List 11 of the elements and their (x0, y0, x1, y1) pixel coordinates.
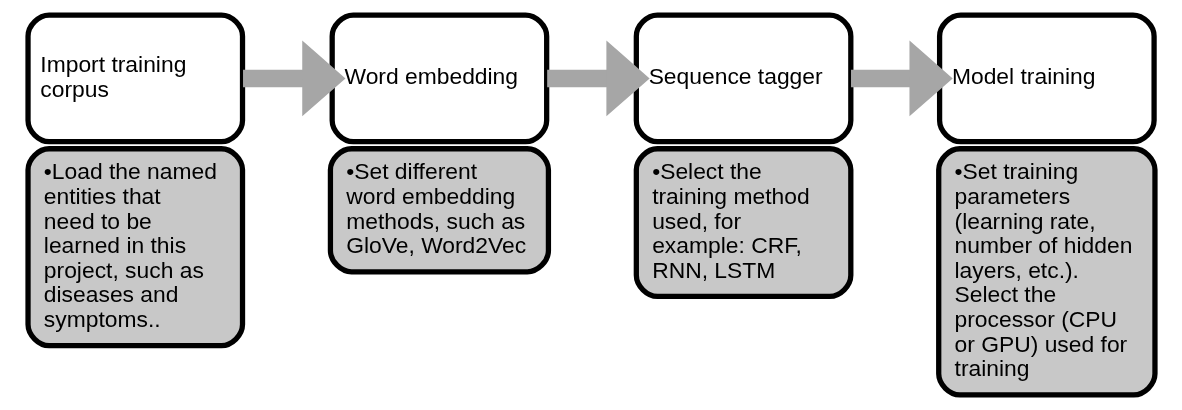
arrow (242, 40, 345, 117)
node-box: Import training corpus (24, 12, 245, 145)
node-box: Model training (936, 12, 1157, 145)
arrow (850, 40, 953, 117)
node-box: Word embedding (329, 12, 549, 145)
node-box: •Select the training method used, for example: CRF, RNN, LSTM (633, 146, 853, 300)
arrow (546, 40, 650, 117)
node-box: •Set training parameters (learning rate, number of hidden layers, etc.). Select the processor (CPU or GPU) used for training (935, 146, 1158, 398)
node-box: •Load the named entities that need to be learned in this project, such as diseases and symptoms.. (24, 146, 245, 349)
node-box: Sequence tagger (633, 12, 853, 145)
node-box: •Set different word embedding methods, such as GloVe, Word2Vec (327, 146, 551, 275)
